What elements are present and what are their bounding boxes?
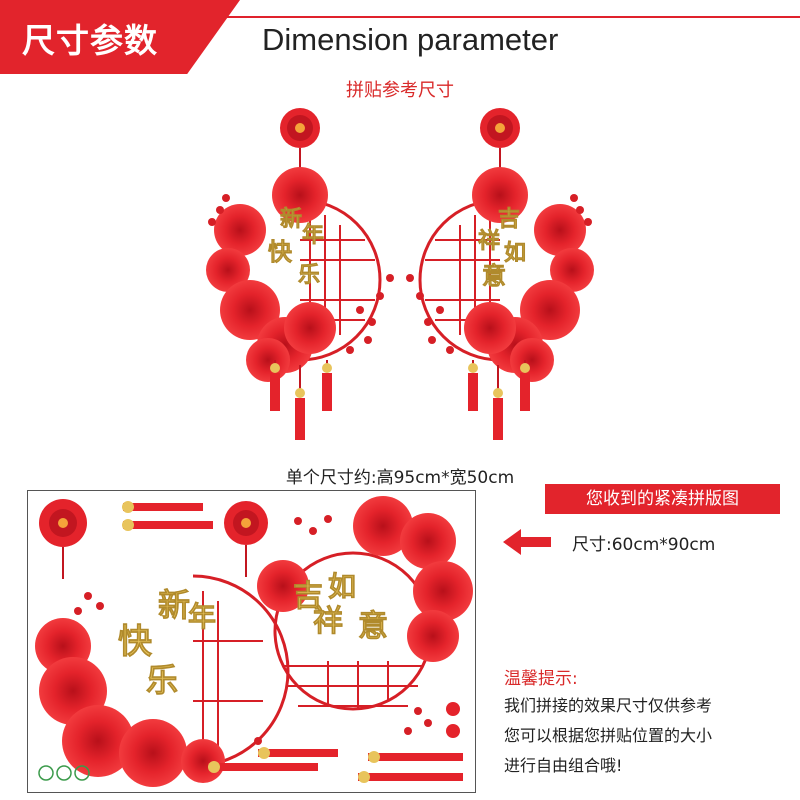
right-char-2: 祥	[478, 228, 500, 254]
left-ornament: 新 年 快 乐	[206, 108, 394, 440]
sheet-size-label: 尺寸:60cm*90cm	[572, 535, 716, 555]
left-char-3: 快	[268, 237, 293, 266]
tip-line-3: 进行自由组合哦!	[504, 756, 623, 775]
left-tassel	[295, 398, 305, 440]
sheet-right-char-4: 意	[358, 609, 388, 644]
left-char-2: 年	[302, 222, 324, 248]
tip-line-2: 您可以根据您拼贴位置的大小	[504, 726, 713, 745]
right-tassel	[520, 373, 530, 411]
sheet-left-char-3: 快	[118, 622, 153, 662]
sheet-right-char-1: 吉	[293, 579, 323, 614]
right-ornament: 吉 祥 如 意	[406, 108, 594, 440]
single-size-label: 单个尺寸约:高95cm*宽50cm	[285, 468, 515, 488]
sheet-layout-preview: 新 年 快 乐 吉 如 祥 意	[27, 490, 476, 793]
right-char-4: 意	[482, 261, 506, 290]
right-char-3: 如	[504, 240, 526, 266]
right-char-1: 吉	[498, 206, 520, 232]
right-tassel	[468, 373, 478, 411]
sheet-illustration: 新 年 快 乐 吉 如 祥 意	[35, 496, 473, 787]
sheet-left-char-2: 年	[188, 600, 216, 633]
sheet-right-char-2: 祥	[313, 604, 343, 639]
header-divider	[0, 16, 800, 18]
sheet-tassel-bar	[123, 503, 203, 511]
sheet-left-char-1: 新	[158, 586, 190, 624]
tips-title: 温馨提示:	[504, 669, 578, 689]
eco-badges	[38, 765, 90, 781]
arrow-left-icon	[503, 529, 551, 555]
sheet-tassel-bar	[123, 521, 213, 529]
left-char-4: 乐	[298, 262, 320, 288]
reference-size-label: 拼贴参考尺寸	[346, 80, 454, 101]
left-tassel	[322, 373, 332, 411]
sheet-tassel-bar	[368, 753, 463, 761]
sheet-left-char-4: 乐	[146, 661, 178, 699]
sheet-tassel-bar	[358, 773, 463, 781]
left-tassel	[270, 373, 280, 411]
tip-line-1: 我们拼接的效果尺寸仅供参考	[504, 696, 713, 715]
left-lattice-arc	[299, 198, 382, 362]
left-char-1: 新	[280, 206, 302, 232]
sheet-tassel-bar	[258, 749, 338, 757]
layout-badge: 您收到的紧凑拼版图	[545, 484, 780, 514]
sheet-right-char-3: 如	[328, 570, 356, 603]
sheet-tassel-bar	[208, 763, 318, 771]
product-illustration: 新 年 快 乐	[206, 108, 594, 440]
right-lattice-arc	[418, 198, 501, 362]
right-tassel	[493, 398, 503, 440]
page-subtitle: Dimension parameter	[262, 22, 559, 57]
page-title: 尺寸参数	[22, 21, 158, 60]
